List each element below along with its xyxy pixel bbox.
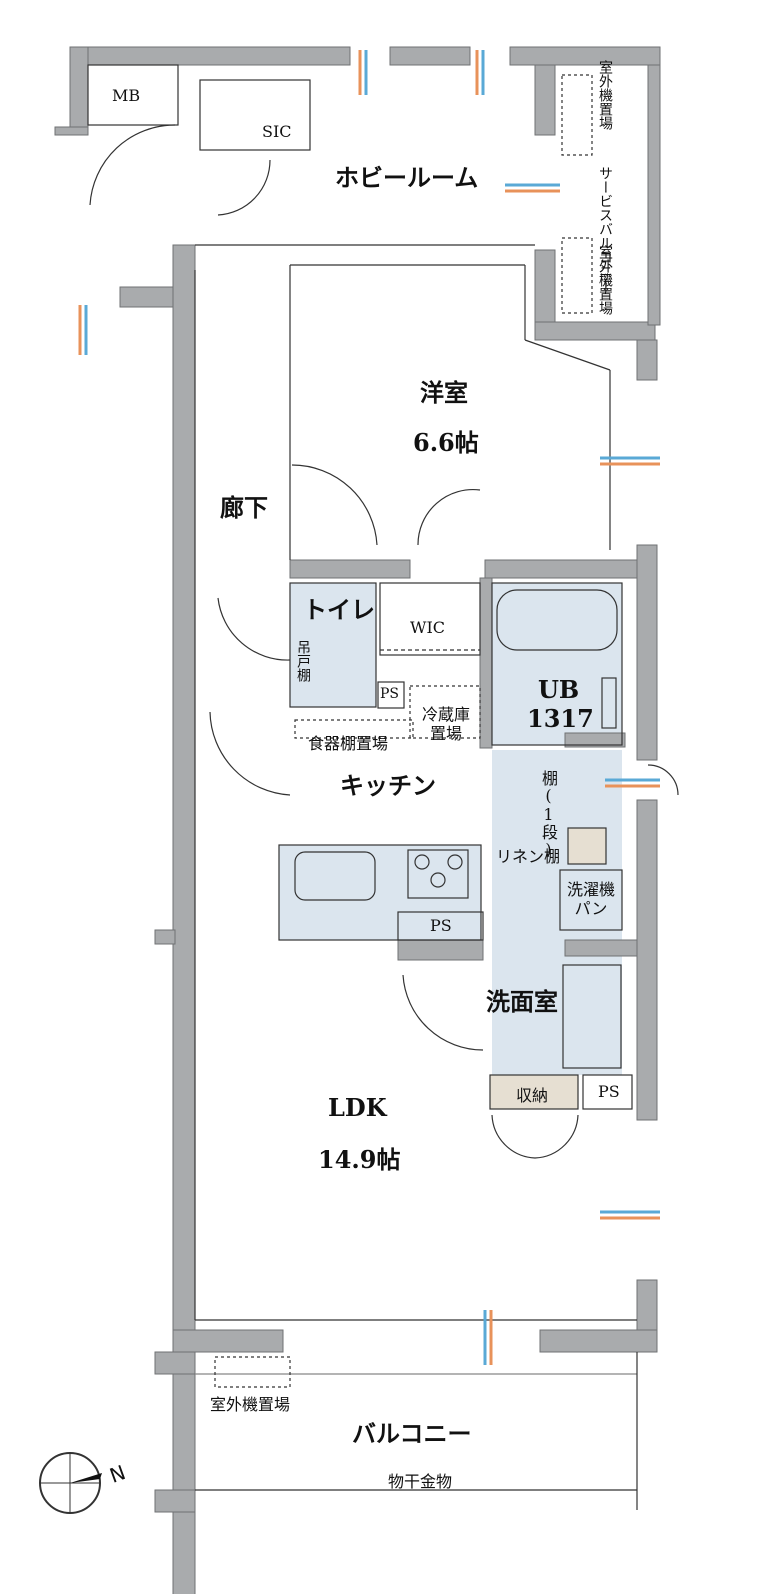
balcony-label: バルコニー bbox=[352, 1419, 472, 1448]
drying-hardware-label: 物干金物 bbox=[388, 1472, 453, 1491]
storage-label: 収納 bbox=[516, 1086, 549, 1105]
sic-label: SIC bbox=[262, 122, 292, 141]
linen-shelf-label: リネン棚 bbox=[496, 847, 561, 866]
compass bbox=[39, 1452, 102, 1514]
kitchen-counter bbox=[279, 845, 481, 940]
outdoor-unit-label-top2: 室外機置場 bbox=[597, 245, 613, 315]
ub-size-label: 1317 bbox=[527, 704, 594, 733]
western-room-size: 6.6帖 bbox=[413, 428, 479, 457]
north-arrow-icon bbox=[70, 1473, 102, 1483]
room-lines bbox=[87, 64, 638, 1510]
wic-label: WIC bbox=[410, 618, 446, 637]
kitchen-label: キッチン bbox=[340, 771, 436, 800]
wall-cabinet-label: 吊戸棚 bbox=[295, 640, 311, 682]
dish-shelf-label: 食器棚置場 bbox=[308, 734, 389, 753]
toilet-area bbox=[290, 583, 376, 707]
washer-pan-label: 洗濯機 パン bbox=[566, 880, 615, 918]
hobby-room-label: ホビールーム bbox=[335, 163, 479, 192]
mb-label: MB bbox=[112, 86, 141, 105]
shelf-one-label: 棚(1段) bbox=[539, 770, 558, 859]
fridge-label: 冷蔵庫 置場 bbox=[421, 705, 470, 743]
corridor-label: 廊下 bbox=[220, 493, 268, 522]
ldk-size-label: 14.9帖 bbox=[318, 1145, 401, 1174]
ps-kitchen-label: PS bbox=[430, 916, 452, 935]
ub-area bbox=[492, 583, 622, 745]
wet-areas bbox=[279, 583, 622, 1075]
ps-washroom-label: PS bbox=[598, 1082, 620, 1101]
outdoor-unit-label-top1: 室外機置場 bbox=[597, 60, 613, 130]
vent-marks bbox=[78, 50, 660, 1365]
ldk-label: LDK bbox=[328, 1093, 387, 1122]
service-balcony-label: サービスバルコニー bbox=[597, 166, 613, 292]
ub-label: UB bbox=[538, 675, 580, 704]
western-room-label: 洋室 bbox=[420, 378, 468, 407]
toilet-label: トイレ bbox=[303, 595, 375, 624]
outdoor-unit-label-bottom: 室外機置場 bbox=[210, 1395, 291, 1414]
washroom-label: 洗面室 bbox=[486, 987, 558, 1016]
walls bbox=[54, 46, 661, 1594]
ps-toilet-label: PS bbox=[380, 686, 400, 702]
washroom-area bbox=[492, 750, 622, 1075]
door-swings bbox=[89, 124, 679, 1159]
